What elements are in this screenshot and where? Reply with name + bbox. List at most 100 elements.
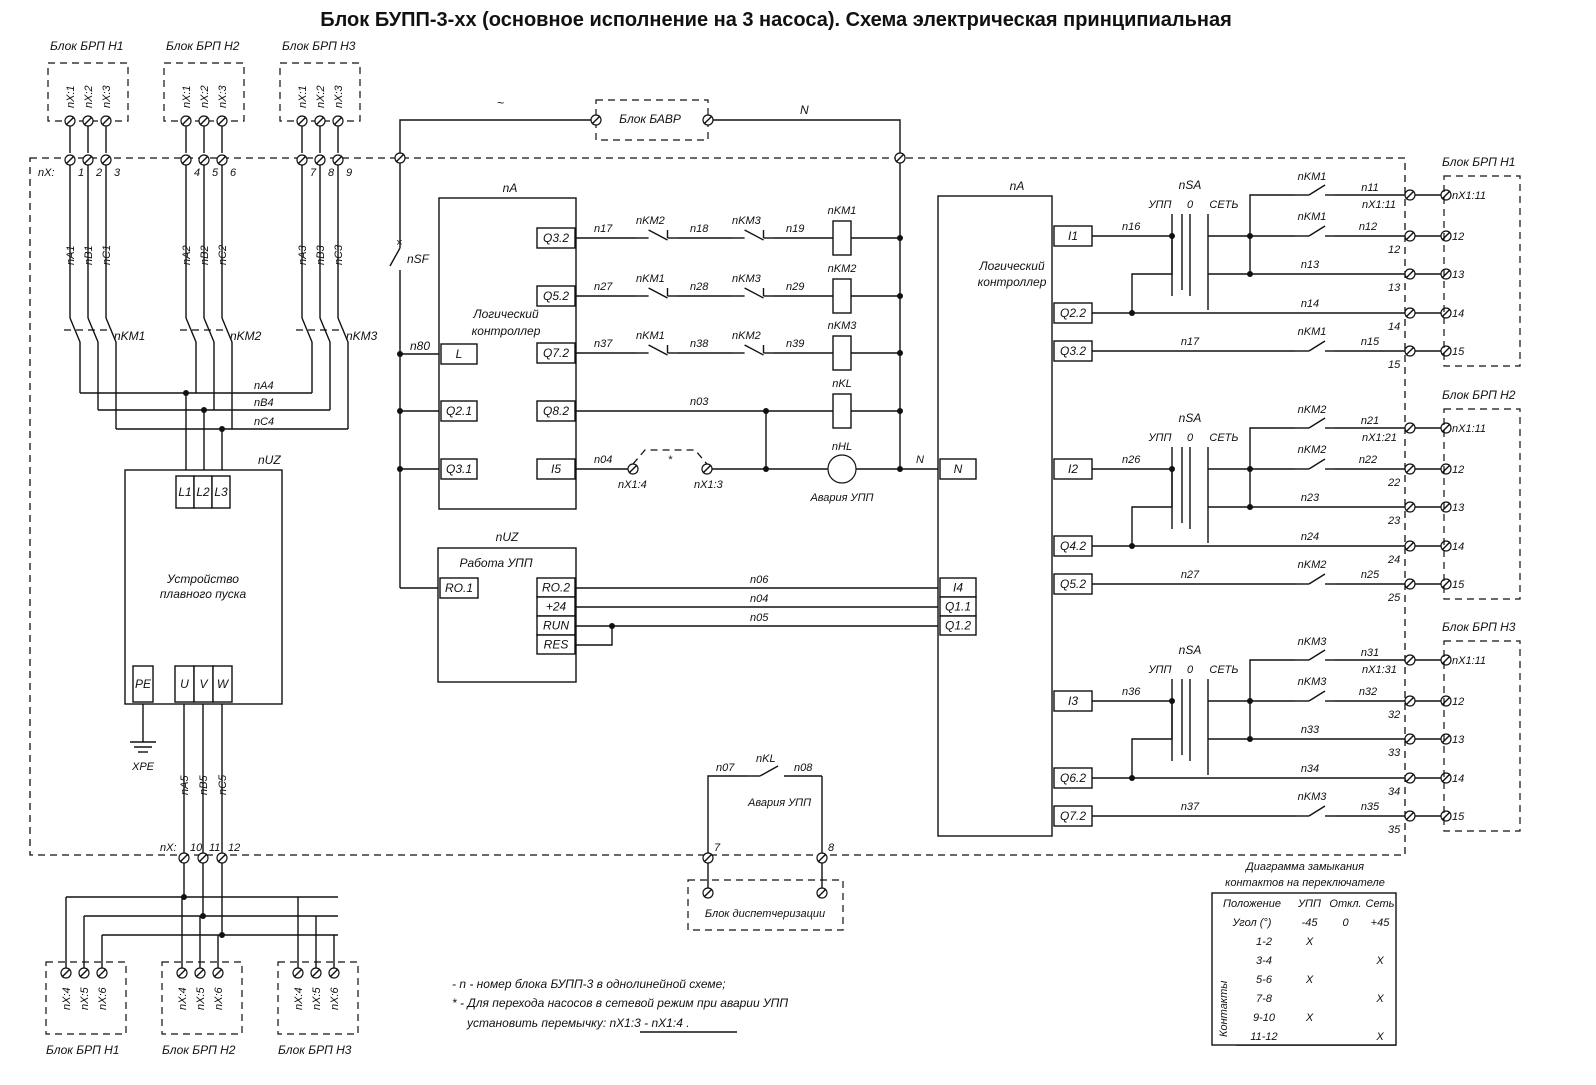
- phase-label: nA3: [297, 245, 309, 265]
- bus-label: nC4: [254, 416, 274, 428]
- alarm-kl: nKL: [756, 753, 776, 765]
- bupp-term-label: 24: [1387, 554, 1400, 566]
- alarm-label: Авария УПП: [747, 797, 811, 809]
- junction-dot: [397, 351, 403, 357]
- plc1-port-right: [536, 285, 576, 307]
- junction-dot: [1129, 310, 1135, 316]
- terminal-slash: [61, 968, 71, 978]
- row-label: n37: [1181, 801, 1200, 813]
- table-angle: -45: [1302, 917, 1319, 929]
- sa-in-label: n16: [1122, 221, 1141, 233]
- plc1-id: nA: [503, 181, 518, 195]
- jumper-path: [632, 449, 708, 465]
- interlock-label: nKM3: [732, 215, 762, 227]
- uz-ctrl-name: Работа УПП: [459, 556, 532, 570]
- km-aux-contact-blade: [1308, 805, 1326, 817]
- nx-number: 4: [194, 167, 200, 179]
- bupp-term-label: nX1:11: [1362, 199, 1396, 211]
- km-aux-label: nKM3: [1298, 791, 1328, 803]
- coil-label: nKM2: [828, 263, 857, 275]
- table-caption-2: контактов на переключателе: [1225, 877, 1385, 889]
- junction-dot: [1247, 736, 1253, 742]
- interlock-contact-blade: [744, 287, 764, 299]
- interlock-contact-blade: [648, 229, 668, 241]
- lamp-id: nHL: [832, 441, 852, 453]
- brp-top-term-label: nX:1: [181, 85, 193, 108]
- km-aux-contact-blade: [1308, 573, 1326, 585]
- terminal-slash: [217, 853, 227, 863]
- terminal-slash: [1441, 269, 1451, 279]
- terminal-slash: [1405, 308, 1415, 318]
- brp-bottom-name-3: Блок БРП Н3: [278, 1043, 352, 1057]
- terminal-slash: [1441, 308, 1451, 318]
- sa-off: 0: [1187, 664, 1194, 676]
- brp-term-label: 15: [1452, 811, 1465, 823]
- table-contact: 9-10: [1253, 1012, 1276, 1024]
- sa-upp: УПП: [1148, 664, 1172, 676]
- table-angle: +45: [1371, 917, 1391, 929]
- xpe-label: XPE: [131, 761, 155, 773]
- plc2-port-q-label: Q5.2: [1060, 577, 1086, 591]
- sa-net: СЕТЬ: [1209, 664, 1238, 676]
- nx-number: 7: [310, 167, 317, 179]
- bupp-term-label: 25: [1387, 592, 1401, 604]
- bupp-term-label: 33: [1388, 747, 1401, 759]
- junction-dot: [1247, 233, 1253, 239]
- km-aux-label: nKM1: [1298, 211, 1327, 223]
- i5-wire-label: n04: [594, 454, 612, 466]
- brp-right-dashbox-2: [1443, 408, 1521, 600]
- terminal-slash: [97, 968, 107, 978]
- sa-upp: УПП: [1148, 199, 1172, 211]
- brp-term-label: 13: [1452, 269, 1465, 281]
- uz-output: [212, 665, 233, 703]
- alarm-w2: n08: [794, 762, 813, 774]
- bupp-term-label: nX1:21: [1362, 432, 1397, 444]
- interlock-contact-blade: [744, 229, 764, 241]
- contactor-coil: [832, 278, 852, 314]
- uz-ctrl-wire-label: n05: [750, 612, 769, 624]
- brp-bottom-term: nX:4: [293, 987, 305, 1010]
- brp-right-dashbox-1: [1443, 175, 1521, 367]
- terminal-slash: [198, 853, 208, 863]
- jumper-star: *: [668, 454, 673, 466]
- bavr-n-wire: [713, 119, 901, 153]
- brp-top-name-2: Блок БРП Н2: [166, 39, 240, 53]
- junction-dot: [1247, 271, 1253, 277]
- note-1: - n - номер блока БУПП-3 в однолинейной …: [452, 977, 726, 991]
- interlock-label: nKM1: [636, 330, 665, 342]
- brp-bottom-term: nX:4: [177, 987, 189, 1010]
- junction-dot: [609, 623, 615, 629]
- plc2-port-q: [1053, 302, 1093, 324]
- terminal-slash: [703, 888, 713, 898]
- bupp-term-label: 22: [1387, 477, 1400, 489]
- plc1-port-left-label: Q3.1: [446, 462, 472, 476]
- terminal-slash: [65, 155, 75, 165]
- brp-top-term-label: nX:3: [217, 84, 229, 108]
- junction-dot: [181, 894, 187, 900]
- plc1-port-left-label: Q2.1: [446, 404, 472, 418]
- plc1-name-1: Логический: [472, 307, 539, 321]
- table-group: Контакты: [1218, 981, 1230, 1037]
- nx-number: 9: [346, 167, 352, 179]
- bupp-term-label: 32: [1388, 709, 1400, 721]
- phase-label: nC2: [217, 245, 229, 265]
- row-label: n33: [1301, 724, 1320, 736]
- bus-label: nB4: [254, 397, 274, 409]
- brp-bottom-dashbox-1: [45, 961, 127, 1035]
- uz-soft-starter: [124, 469, 283, 705]
- brp-bottom-dashbox-2: [161, 961, 243, 1035]
- disp-dashbox: [687, 879, 844, 931]
- junction-dot: [201, 407, 207, 413]
- bavr-phase-label: ~: [497, 96, 504, 110]
- table-caption-1: Диаграмма замыкания: [1244, 861, 1364, 873]
- out-phase-label: nC5: [217, 774, 229, 795]
- km-contact-blade: [301, 317, 313, 343]
- bupp-term-label: 34: [1388, 786, 1400, 798]
- uz-name-1: Устройство: [166, 572, 239, 586]
- bus-label: nA4: [254, 380, 274, 392]
- terminal-slash: [1441, 502, 1451, 512]
- terminal-slash: [179, 853, 189, 863]
- enclosure-bupp: [29, 157, 1406, 856]
- uz-ctrl-id: nUZ: [496, 530, 519, 544]
- bavr-label: Блок БАВР: [619, 112, 681, 126]
